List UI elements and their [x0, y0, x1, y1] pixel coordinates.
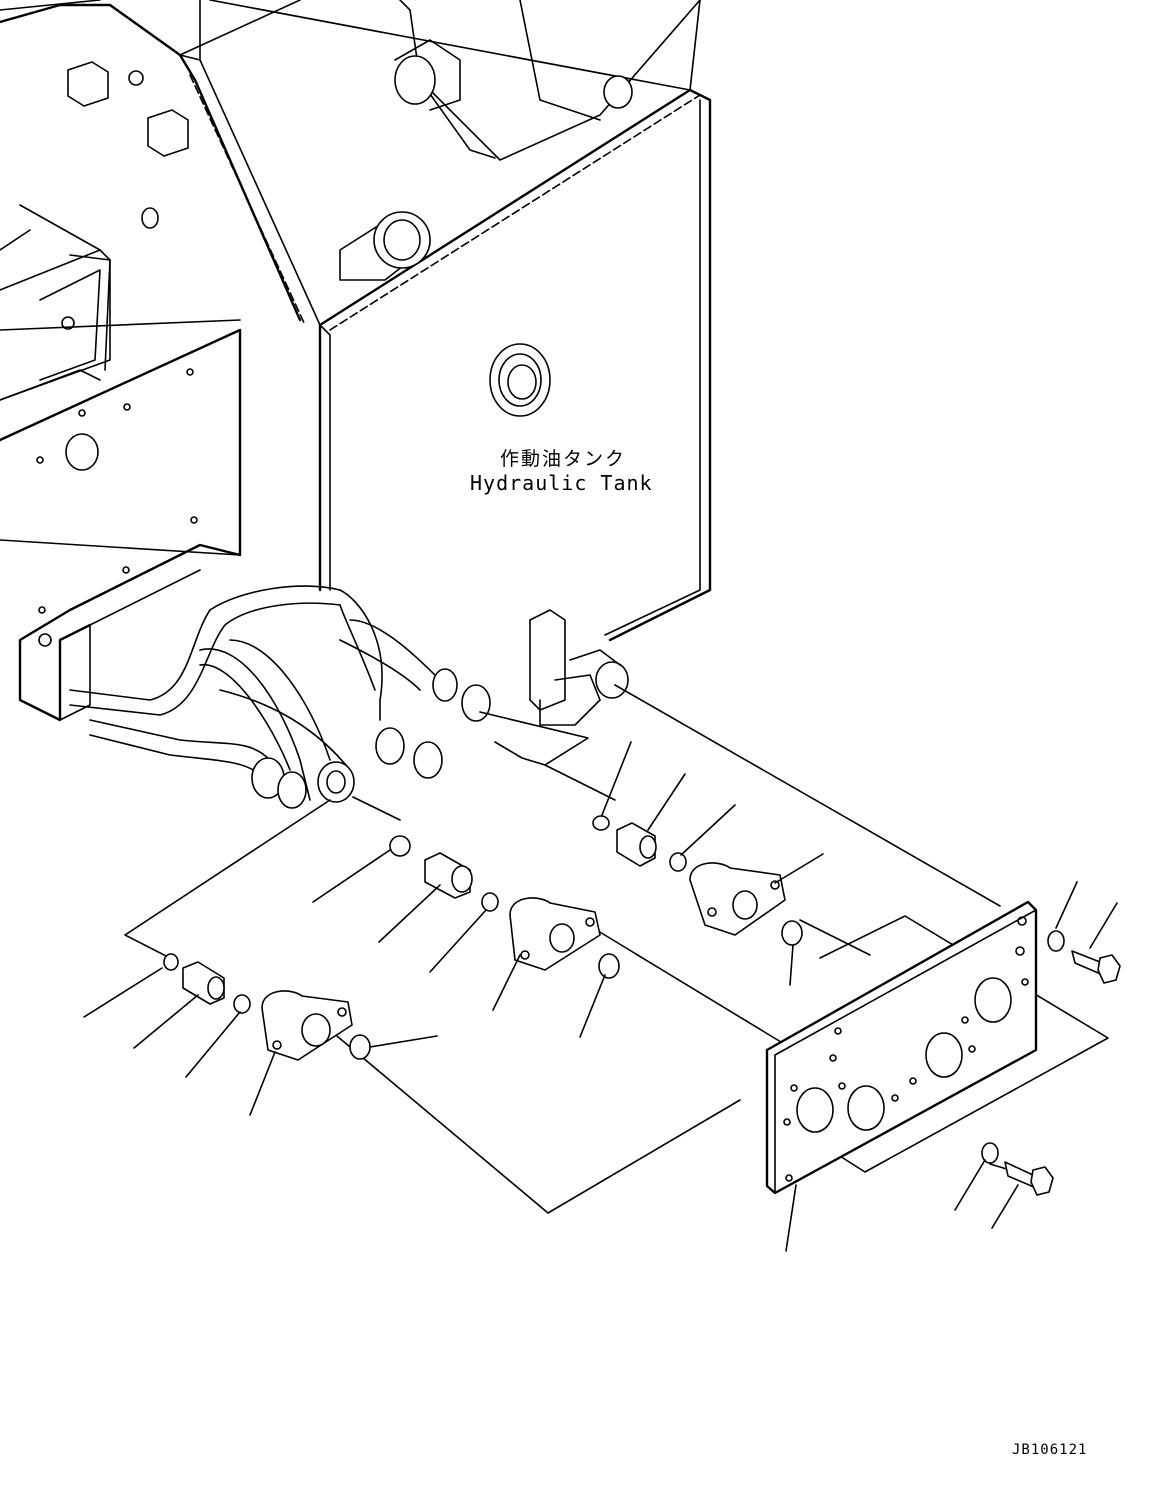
o-ring [1047, 930, 1065, 952]
o-ring [389, 835, 411, 857]
tank-label-english: Hydraulic Tank [470, 471, 653, 495]
flange-elbow [509, 897, 601, 971]
adapter-fitting [182, 961, 225, 1005]
adapter-fitting [424, 852, 473, 899]
leader-lines [83, 741, 1118, 1252]
assembly-guide-lines [124, 684, 1109, 1214]
flange-elbow [261, 990, 353, 1061]
hose-end-fitting [251, 668, 491, 809]
bolt [1071, 950, 1121, 984]
bolts [1004, 950, 1121, 1196]
sleeve [598, 953, 620, 979]
sleeve [781, 920, 803, 946]
o-ring [233, 994, 251, 1014]
hydraulic-tank [209, 0, 712, 642]
sleeves [349, 920, 803, 1060]
o-ring [981, 1142, 999, 1164]
adapter-fitting [616, 822, 657, 867]
flange-elbow [689, 862, 786, 936]
flange-elbows [261, 862, 786, 1061]
o-ring [481, 892, 499, 912]
sleeve [349, 1034, 371, 1060]
drawing-id: JB106121 [1012, 1442, 1088, 1458]
o-ring [592, 815, 610, 831]
machine-frame [0, 0, 321, 722]
bolt [1004, 1161, 1054, 1196]
adapter-fittings [182, 822, 657, 1005]
tank-label-japanese: 作動油タンク [500, 448, 627, 470]
o-ring [163, 953, 179, 971]
tank-outlet-bracket [529, 609, 629, 726]
o-rings [163, 815, 1065, 1164]
mounting-plate [765, 900, 1038, 1195]
o-ring [669, 852, 687, 872]
hydraulic-hoses [69, 585, 491, 809]
